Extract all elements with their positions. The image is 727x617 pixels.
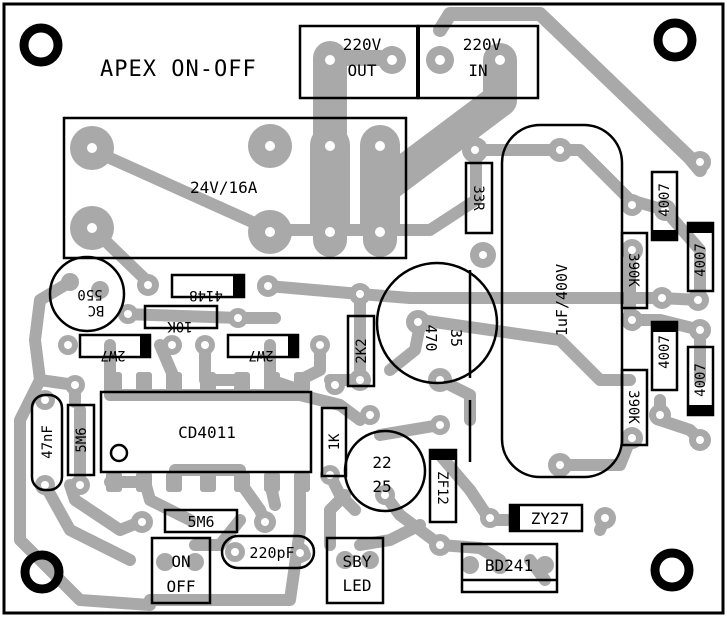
- relay-outline: [62, 116, 408, 260]
- silkscreen-fills: [140, 26, 713, 531]
- capacitor-470-outline: [375, 261, 499, 385]
- mounting-hole-bottom-left: [20, 550, 64, 594]
- pad-holes: [41, 55, 704, 557]
- connector-out-label-1: 220V: [343, 35, 382, 54]
- diode-4148-label: 4148: [189, 287, 223, 303]
- resistor-390k-top-label: 390K: [625, 253, 641, 287]
- zener-zf12-label: ZF12: [434, 471, 450, 505]
- transistor-bd241-outline: [460, 542, 559, 594]
- capacitor-22-label-1: 22: [372, 453, 391, 472]
- capacitor-220pf-label: 220pF: [249, 544, 294, 562]
- relay-label: 24V/16A: [190, 178, 258, 197]
- transistor-bc550-label-1: 550: [77, 286, 102, 302]
- mounting-hole-top-right: [653, 18, 697, 62]
- ic-cd4011-label: CD4011: [178, 423, 236, 442]
- connector-out-label-2: OUT: [348, 61, 377, 80]
- connector-in-label-2: IN: [468, 61, 487, 80]
- switch-label-2: OFF: [167, 577, 196, 596]
- resistor-5m6-horizontal-label: 5M6: [187, 513, 214, 531]
- capacitor-470-label-1: 470: [422, 324, 440, 351]
- board-title: APEX ON-OFF: [100, 57, 257, 82]
- diode-d1-label: 4007: [657, 183, 673, 217]
- led-outline: [325, 536, 385, 605]
- resistor-33r-outline: [464, 161, 494, 235]
- diode-d4-label: 4007: [693, 363, 709, 397]
- connector-labels: 220V OUT 220V IN: [343, 35, 502, 80]
- mounting-holes: [19, 18, 697, 594]
- mounting-hole-top-left: [19, 23, 63, 67]
- switch-outline: [150, 536, 212, 605]
- switch-label-1: ON: [171, 552, 190, 571]
- zener-2w7-right-label: 2W7: [248, 347, 273, 363]
- capacitor-47nf-label: 47nF: [40, 425, 56, 459]
- capacitor-22-label-2: 25: [372, 477, 391, 496]
- pads: [35, 46, 711, 574]
- led-label-2: LED: [343, 576, 372, 595]
- connector-in-label-1: 220V: [463, 35, 502, 54]
- diode-d2-label: 4007: [693, 243, 709, 277]
- capacitor-22-outline: [343, 429, 427, 513]
- resistor-1k-label: 1K: [327, 433, 343, 450]
- transistor-bc550-label-2: BC: [88, 302, 105, 318]
- resistor-33r-label: 33R: [470, 185, 486, 211]
- resistor-390k-bottom-label: 390K: [625, 390, 641, 424]
- transistor-bd241-label: BD241: [485, 556, 533, 575]
- zener-2w7-left-label: 2W7: [100, 347, 125, 363]
- capacitor-470-label-2: 35: [447, 329, 465, 347]
- resistor-2k2-label: 2K2: [354, 338, 370, 363]
- ic-cd4011-outline: [99, 390, 313, 474]
- transistor-bc550-outline: [48, 255, 126, 333]
- led-label-1: SBY: [343, 552, 372, 571]
- silkscreen-outlines: [30, 24, 715, 605]
- resistor-5m6-vertical-label: 5M6: [74, 427, 90, 452]
- diode-d3-label: 4007: [657, 335, 673, 369]
- mounting-hole-bottom-right: [650, 548, 694, 592]
- resistor-10k-label: 10K: [167, 318, 193, 334]
- capacitor-1uf-label: 1uF/400V: [553, 264, 571, 336]
- zener-zy27-label: ZY27: [531, 509, 570, 528]
